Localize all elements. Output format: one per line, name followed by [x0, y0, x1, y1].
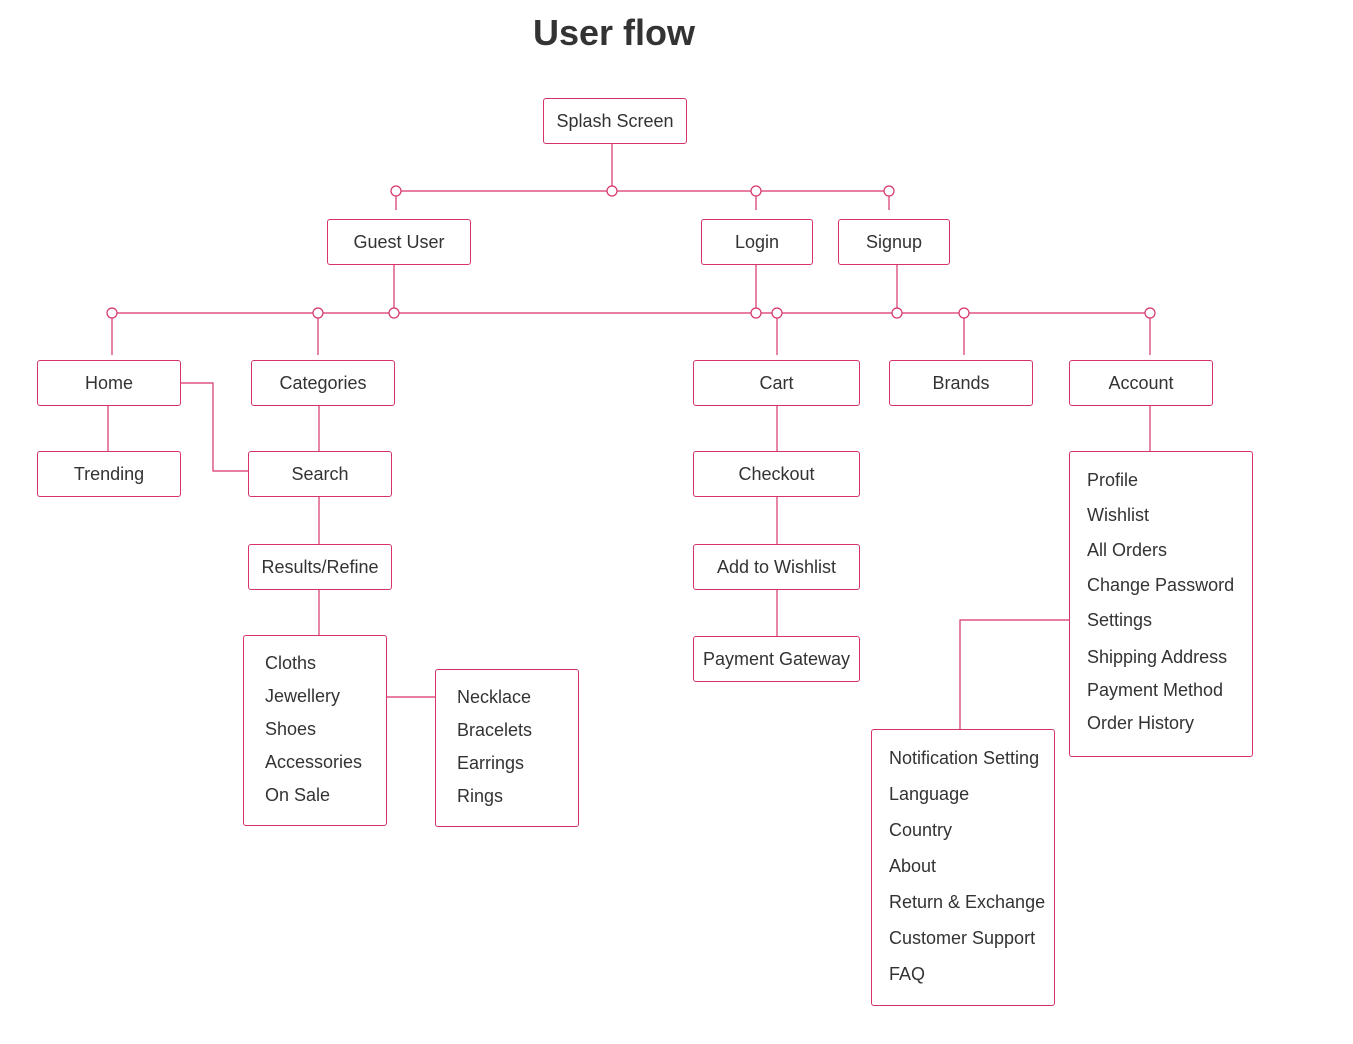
- junction-dot: [750, 185, 762, 197]
- connector: [959, 619, 1069, 729]
- list-item-on-sale: On Sale: [265, 785, 331, 805]
- junction-dot: [891, 307, 903, 319]
- junction-dot: [750, 307, 762, 319]
- node-results-refine: Results/Refine: [248, 544, 392, 590]
- junction-dot: [883, 185, 895, 197]
- settings-list-box: Notification Setting Language Country Ab…: [871, 729, 1055, 1006]
- list-item-shipping-address: Shipping Address: [1087, 647, 1228, 667]
- jewellery-list-box: Necklace Bracelets Earrings Rings: [435, 669, 579, 827]
- list-item-jewellery: Jewellery: [265, 686, 341, 706]
- list-item-return-exchange: Return & Exchange: [889, 892, 1046, 912]
- list-item-about: About: [889, 856, 937, 876]
- list-item-settings: Settings: [1087, 610, 1153, 630]
- list-item-change-password: Change Password: [1087, 575, 1235, 595]
- junction-dot: [390, 185, 402, 197]
- list-item-necklace: Necklace: [457, 687, 532, 707]
- node-splash-screen: Splash Screen: [543, 98, 687, 144]
- junction-dot: [606, 185, 618, 197]
- account-list-box: Profile Wishlist All Orders Change Passw…: [1069, 451, 1253, 757]
- list-item-notification-setting: Notification Setting: [889, 748, 1040, 768]
- junction-dot: [1144, 307, 1156, 319]
- list-item-language: Language: [889, 784, 970, 804]
- junction-dot: [312, 307, 324, 319]
- list-item-country: Country: [889, 820, 953, 840]
- list-item-payment-method: Payment Method: [1087, 680, 1224, 700]
- node-search: Search: [248, 451, 392, 497]
- node-home: Home: [37, 360, 181, 406]
- list-item-profile: Profile: [1087, 470, 1139, 490]
- list-item-accessories: Accessories: [265, 752, 363, 772]
- list-item-earrings: Earrings: [457, 753, 525, 773]
- junction-dot: [106, 307, 118, 319]
- list-item-faq: FAQ: [889, 964, 926, 984]
- node-account: Account: [1069, 360, 1213, 406]
- junction-dot: [958, 307, 970, 319]
- node-categories: Categories: [251, 360, 395, 406]
- node-payment-gateway: Payment Gateway: [693, 636, 860, 682]
- node-trending: Trending: [37, 451, 181, 497]
- list-item-customer-support: Customer Support: [889, 928, 1036, 948]
- list-item-all-orders: All Orders: [1087, 540, 1168, 560]
- node-add-to-wishlist: Add to Wishlist: [693, 544, 860, 590]
- node-cart: Cart: [693, 360, 860, 406]
- node-brands: Brands: [889, 360, 1033, 406]
- page-title: User flow: [533, 12, 696, 53]
- categories-list-box: Cloths Jewellery Shoes Accessories On Sa…: [243, 635, 387, 826]
- node-login: Login: [701, 219, 813, 265]
- node-signup: Signup: [838, 219, 950, 265]
- list-item-rings: Rings: [457, 786, 504, 806]
- list-item-shoes: Shoes: [265, 719, 317, 739]
- node-checkout: Checkout: [693, 451, 860, 497]
- list-item-wishlist: Wishlist: [1087, 505, 1149, 525]
- list-item-order-history: Order History: [1087, 713, 1195, 733]
- node-guest-user: Guest User: [327, 219, 471, 265]
- connector: [180, 382, 248, 472]
- list-item-bracelets: Bracelets: [457, 720, 533, 740]
- junction-dot: [771, 307, 783, 319]
- junction-dot: [388, 307, 400, 319]
- list-item-cloths: Cloths: [265, 653, 317, 673]
